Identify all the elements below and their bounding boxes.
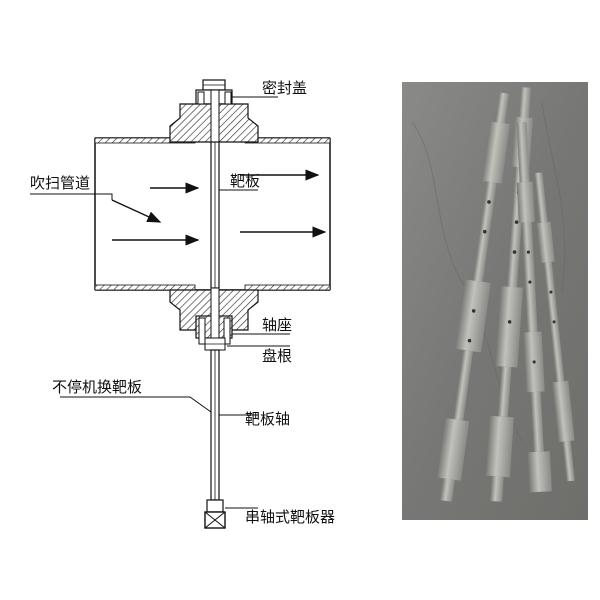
- shaft-seat: [169, 287, 259, 349]
- packing: [204, 337, 226, 351]
- label-seal-cover: 密封盖: [262, 79, 307, 97]
- photo-rod-1: [437, 92, 511, 502]
- target-plate-assembly-diagram: 密封盖 吹扫管道 靶板 轴座 盘根 不停机换靶板 靶板轴 串轴式靶板器: [30, 79, 335, 529]
- target-shaft: [204, 349, 226, 529]
- leader-lines: [30, 96, 290, 509]
- photo-rod-3: [516, 122, 552, 493]
- label-serial-shaft-device: 串轴式靶板器: [245, 508, 335, 526]
- photo-rod-4: [534, 172, 575, 482]
- purge-pipe: [94, 137, 331, 291]
- label-no-stop-replace: 不停机换靶板: [52, 378, 142, 396]
- label-target-plate: 靶板: [230, 172, 260, 190]
- target-plate: [210, 141, 220, 289]
- flow-arrows: [111, 169, 327, 246]
- label-shaft-seat: 轴座: [262, 316, 292, 334]
- label-purge-pipe: 吹扫管道: [30, 174, 90, 192]
- label-target-shaft: 靶板轴: [245, 410, 290, 428]
- label-packing: 盘根: [262, 347, 292, 365]
- seal-cover: [169, 79, 259, 145]
- target-shaft-photo: [402, 82, 588, 520]
